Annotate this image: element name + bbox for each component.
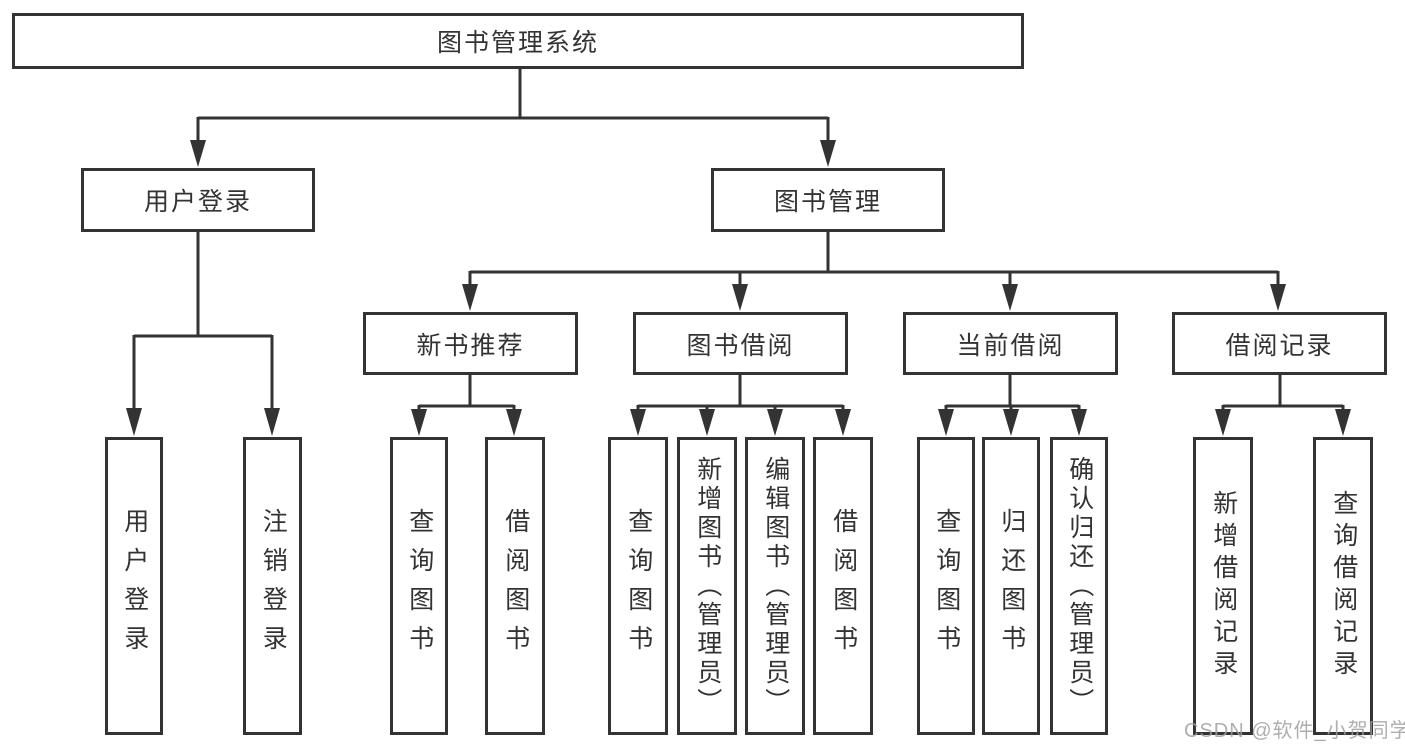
arrow-to-leaf-user-login — [126, 408, 142, 436]
leaf-br-add-record: 新增借阅记录 — [1193, 437, 1253, 735]
node-root-system: 图书管理系统 — [12, 13, 1024, 69]
node-borrow-records-label: 借阅记录 — [1225, 331, 1334, 360]
arrow-leaf-nb-borrow — [506, 409, 522, 436]
connector-book-borrow-to-leaves — [636, 374, 845, 414]
connector-current-borrow-to-leaves — [944, 374, 1081, 414]
leaf-bb-edit-book-admin-label: 编辑图书（管理员） — [761, 455, 790, 717]
arrow-leaf-nb-query — [411, 409, 427, 436]
node-user-login-label: 用户登录 — [143, 188, 252, 216]
arrowheads — [126, 140, 1351, 436]
arrow-to-user-login — [190, 140, 206, 167]
leaf-cb-return-books: 归还图书 — [982, 437, 1040, 735]
arrow-leaf-bb-edit — [767, 409, 783, 436]
leaf-cb-return-books-label: 归还图书 — [997, 508, 1026, 664]
arrow-leaf-bb-add — [699, 409, 715, 436]
leaf-cb-query-books-label: 查询图书 — [932, 508, 961, 664]
leaf-user-login: 用户登录 — [105, 437, 163, 735]
node-new-book-recommend-label: 新书推荐 — [416, 331, 525, 360]
leaf-bb-edit-book-admin: 编辑图书（管理员） — [745, 437, 805, 735]
leaf-cb-confirm-return-admin-label: 确认归还（管理员） — [1065, 455, 1094, 717]
leaf-bb-borrow-books-label: 借阅图书 — [829, 508, 858, 664]
leaf-user-login-label: 用户登录 — [120, 508, 149, 664]
leaf-bb-query-books-label: 查询图书 — [624, 508, 653, 664]
leaf-bb-add-book-admin: 新增图书（管理员） — [677, 437, 737, 735]
node-book-management-label: 图书管理 — [773, 188, 882, 216]
arrow-leaf-cb-return — [1003, 409, 1019, 436]
arrow-leaf-bb-borrow — [835, 409, 851, 436]
arrow-to-book-management — [820, 140, 836, 167]
leaf-cb-query-books: 查询图书 — [917, 437, 975, 735]
arrow-leaf-br-add — [1215, 409, 1231, 436]
node-current-borrow-label: 当前借阅 — [956, 331, 1065, 360]
leaf-cb-confirm-return-admin: 确认归还（管理员） — [1050, 437, 1108, 735]
node-current-borrow: 当前借阅 — [903, 312, 1118, 375]
leaf-bb-borrow-books: 借阅图书 — [813, 437, 873, 735]
leaf-bb-query-books: 查询图书 — [608, 437, 668, 735]
node-book-borrow: 图书借阅 — [633, 312, 848, 375]
arrow-to-borrow-records — [1270, 284, 1286, 311]
node-book-borrow-label: 图书借阅 — [686, 331, 795, 360]
leaf-nb-query-books: 查询图书 — [390, 437, 448, 735]
arrow-leaf-bb-query — [630, 409, 646, 436]
leaf-nb-borrow-books-label: 借阅图书 — [501, 508, 530, 664]
connector-borrow-records-to-leaves — [1221, 374, 1345, 414]
connector-new-book-recommend-to-leaves — [417, 374, 516, 414]
leaf-bb-add-book-admin-label: 新增图书（管理员） — [693, 455, 722, 717]
arrow-to-new-book-recommend — [462, 284, 478, 311]
node-root-system-label: 图书管理系统 — [436, 29, 599, 57]
node-user-login: 用户登录 — [81, 168, 315, 232]
leaf-br-query-record: 查询借阅记录 — [1313, 437, 1373, 735]
arrow-to-book-borrow — [732, 284, 748, 311]
connector-root-to-level2 — [196, 66, 830, 144]
arrow-leaf-cb-confirm — [1071, 409, 1087, 436]
node-book-management: 图书管理 — [711, 168, 945, 232]
arrow-to-leaf-logout — [264, 408, 280, 436]
leaf-br-query-record-label: 查询借阅记录 — [1329, 490, 1358, 682]
leaf-br-add-record-label: 新增借阅记录 — [1209, 490, 1238, 682]
leaf-nb-query-books-label: 查询图书 — [405, 508, 434, 664]
node-borrow-records: 借阅记录 — [1172, 312, 1387, 375]
leaf-logout: 注销登录 — [243, 437, 302, 735]
leaf-nb-borrow-books: 借阅图书 — [485, 437, 545, 735]
csdn-watermark: CSDN @软件_小贺同学 — [1184, 720, 1405, 742]
arrow-leaf-br-query — [1335, 409, 1351, 436]
connector-user-login-to-leaves — [132, 232, 274, 412]
node-new-book-recommend: 新书推荐 — [363, 312, 578, 375]
arrow-leaf-cb-query — [938, 409, 954, 436]
connector-book-management-to-level3 — [468, 232, 1280, 289]
leaf-logout-label: 注销登录 — [259, 508, 288, 664]
arrow-to-current-borrow — [1002, 284, 1018, 311]
